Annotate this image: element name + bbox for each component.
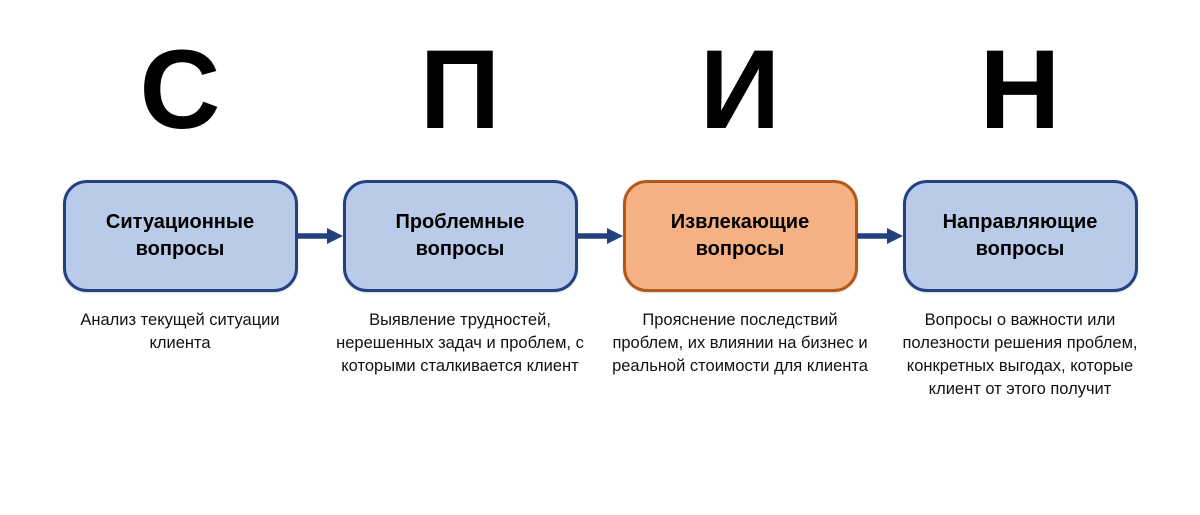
arrow-icon (577, 228, 623, 244)
column-need-payoff: Н Направляющие вопросы Вопросы о важност… (880, 0, 1160, 401)
description-need-payoff: Вопросы о важности или полезности решени… (902, 311, 1138, 399)
box-situational-title: Ситуационные вопросы (105, 211, 255, 260)
box-situational: Ситуационные вопросы (62, 180, 298, 292)
description-situational: Анализ текущей ситуации клиента (80, 311, 280, 353)
columns-row: С Ситуационные вопросы Анализ текущей си… (40, 0, 1160, 401)
box-problem-title: Проблемные вопросы (395, 211, 525, 260)
box-need-payoff: Направляющие вопросы (902, 180, 1138, 292)
letter-i: И (699, 27, 781, 152)
box-need-payoff-title: Направляющие вопросы (942, 211, 1098, 260)
description-problem: Выявление трудностей, нерешенных задач и… (336, 311, 584, 376)
box-implication-title: Извлекающие вопросы (670, 211, 810, 260)
column-problem: П Проблемные вопросы Выявление трудносте… (320, 0, 600, 401)
column-implication: И Извлекающие вопросы Прояснение последс… (600, 0, 880, 401)
arrow-icon (297, 228, 343, 244)
box-implication: Извлекающие вопросы (622, 180, 858, 292)
column-situational: С Ситуационные вопросы Анализ текущей си… (40, 0, 320, 401)
letter-n: Н (979, 27, 1061, 152)
letter-s: С (139, 27, 221, 152)
box-problem: Проблемные вопросы (342, 180, 578, 292)
letter-p: П (419, 27, 501, 152)
description-implication: Прояснение последствий проблем, их влиян… (612, 311, 868, 376)
arrow-icon (857, 228, 903, 244)
